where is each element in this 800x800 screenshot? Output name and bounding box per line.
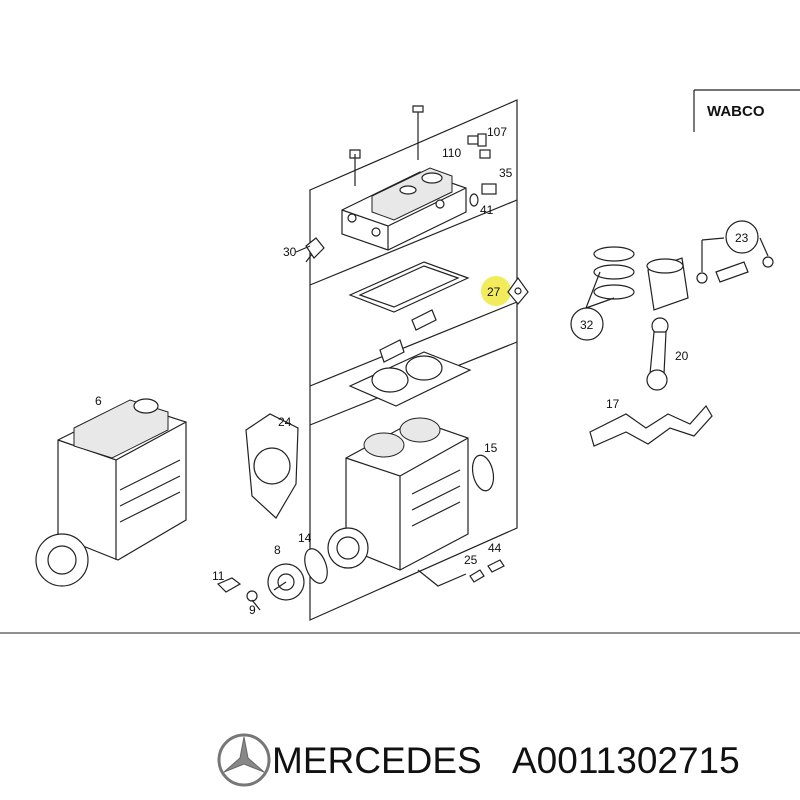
wabco-brand-box: WABCO [693,89,800,132]
mercedes-star-icon [217,733,271,787]
complete-compressor [35,398,187,587]
callout-32-badge: 32 [570,307,604,341]
top-bolts [349,105,424,186]
callout-35: 35 [499,166,513,180]
callout-17: 17 [606,397,620,411]
gasket-plates [305,237,472,407]
wabco-label: WABCO [707,103,765,120]
fittings [467,133,497,207]
cylinder-head [341,167,467,251]
crankshaft [589,404,713,447]
leader-lines [251,245,467,611]
callout-9: 9 [249,603,256,617]
o-ring-15 [471,454,495,492]
callout-23-badge: 23 [725,220,759,254]
callout-8: 8 [274,543,281,557]
callout-25: 25 [464,553,478,567]
gear-assembly [216,548,328,602]
piston-group [585,237,774,311]
callout-14: 14 [298,531,312,545]
connecting-rod [646,317,669,391]
callout-30: 30 [283,245,297,259]
footer-part-number: A0011302715 [512,740,740,781]
callout-24: 24 [278,415,292,429]
callout-23: 23 [735,231,749,245]
callout-20: 20 [675,349,689,363]
callout-32: 32 [580,318,594,332]
highlight-27 [481,276,529,306]
callout-6: 6 [95,394,102,408]
bolts-25-44 [469,559,505,583]
callout-41: 41 [480,203,494,217]
gasket-24 [245,413,299,519]
callout-15: 15 [484,441,498,455]
assembly-outline [309,99,518,621]
callout-44: 44 [488,541,502,555]
footer-manufacturer: MERCEDES [272,740,482,781]
callout-11: 11 [212,569,225,583]
crankcase [327,417,469,571]
callout-labels: 6 8 9 11 14 15 17 20 23 24 25 27 30 32 3… [95,125,759,617]
callout-27: 27 [487,285,501,299]
callout-107: 107 [487,125,507,139]
callout-110: 110 [442,146,461,160]
